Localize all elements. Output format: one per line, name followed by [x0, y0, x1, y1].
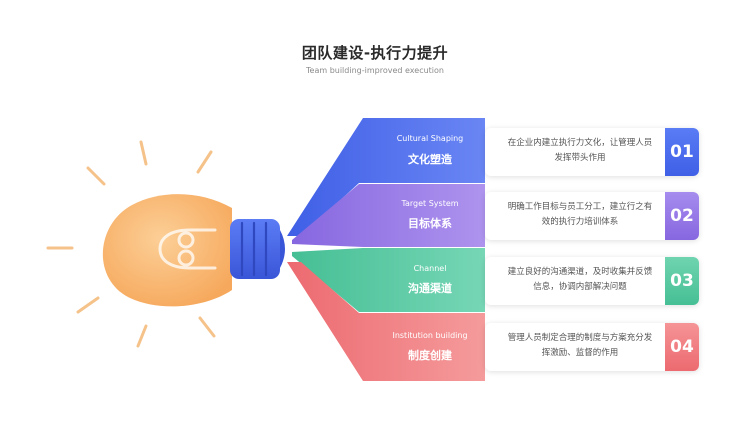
card-text-line: 效的执行力培训体系: [541, 217, 619, 227]
ray-icon: [76, 296, 100, 314]
ray-icon: [136, 324, 148, 348]
card-text-line: 建立良好的沟通渠道，及时收集并反馈: [507, 267, 653, 277]
lightbulb-icon: [102, 194, 232, 307]
card-text-line: 明确工作目标与员工分工，建立行之有: [507, 202, 653, 212]
card-text: 管理人员制定合理的制度与方案充分发 挥激励、监督的作用: [505, 331, 655, 361]
card-text-line: 在企业内建立执行力文化，让管理人员: [507, 138, 653, 148]
ray-icon: [86, 166, 106, 186]
band-channel: [292, 248, 485, 312]
number-badge: 04: [665, 323, 699, 371]
page-subtitle: Team building-improved execution: [306, 66, 444, 75]
number-badge: 01: [665, 128, 699, 176]
band-label-cn: 目标体系: [408, 217, 452, 230]
bulb-socket: [230, 219, 285, 279]
band-label-cn: 沟通渠道: [408, 282, 452, 295]
card-text-line: 挥激励、监督的作用: [541, 348, 619, 358]
band-institution-building: [287, 262, 485, 381]
card-text-line: 管理人员制定合理的制度与方案充分发: [507, 333, 653, 343]
band-label-en: Institution building: [392, 331, 468, 340]
card-text: 建立良好的沟通渠道，及时收集并反馈 信息，协调内部解决问题: [505, 265, 655, 295]
card-text: 在企业内建立执行力文化，让管理人员 发挥带头作用: [505, 136, 655, 166]
band-cultural-shaping: [287, 118, 485, 236]
description-card: 管理人员制定合理的制度与方案充分发 挥激励、监督的作用 04: [485, 323, 699, 371]
ray-icon: [139, 140, 148, 166]
card-text-line: 信息，协调内部解决问题: [533, 282, 627, 292]
number-badge: 03: [665, 257, 699, 305]
band-label-en: Target System: [401, 199, 459, 208]
card-text: 明确工作目标与员工分工，建立行之有 效的执行力培训体系: [505, 200, 655, 230]
card-text-line: 发挥带头作用: [554, 153, 606, 163]
band-target-system: [292, 184, 485, 247]
ray-icon: [198, 316, 216, 338]
description-card: 在企业内建立执行力文化，让管理人员 发挥带头作用 01: [485, 128, 699, 176]
band-label-cn: 制度创建: [408, 349, 452, 362]
page-title: 团队建设-执行力提升: [301, 44, 449, 62]
number-badge: 02: [665, 192, 699, 240]
band-label-en: Cultural Shaping: [396, 134, 464, 143]
band-label-cn: 文化塑造: [408, 153, 452, 166]
description-card: 明确工作目标与员工分工，建立行之有 效的执行力培训体系 02: [485, 192, 699, 240]
band-label-en: Channel: [413, 264, 447, 273]
description-card: 建立良好的沟通渠道，及时收集并反馈 信息，协调内部解决问题 03: [485, 257, 699, 305]
ray-icon: [196, 150, 213, 174]
light-rays: [46, 140, 216, 348]
filament-icon: [158, 228, 217, 270]
